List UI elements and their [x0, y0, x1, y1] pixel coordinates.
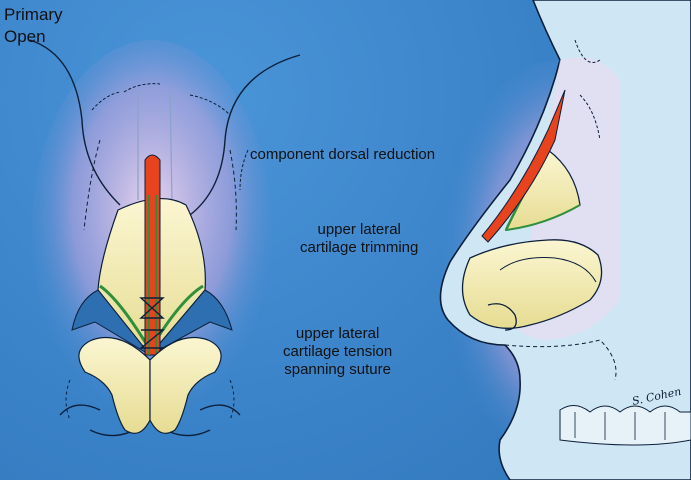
profile-lip-dashed	[504, 339, 617, 381]
lateral-view	[439, 0, 691, 480]
dorsal-resection-strip	[144, 154, 161, 356]
label-tension-suture: upper lateral cartilage tension spanning…	[283, 325, 392, 379]
left-trimmed-cartilage	[71, 289, 151, 356]
profile-nostril	[487, 303, 517, 331]
dorsal-reduction-text: component dorsal reduction	[250, 146, 436, 163]
right-nostril-outline	[169, 404, 241, 437]
trim-line-2: cartilage trimming	[300, 239, 419, 256]
right-trimmed-cartilage	[149, 289, 233, 356]
frontal-view	[29, 39, 301, 437]
trim-line-1: upper lateral	[317, 221, 401, 238]
profile-lower-lateral-cartilage	[461, 239, 603, 329]
label-cartilage-trimming: upper lateral cartilage trimming	[300, 221, 418, 257]
title-line-2: Open	[4, 27, 46, 46]
label-dorsal-reduction: component dorsal reduction	[250, 146, 435, 164]
suture-line-3: spanning suture	[284, 361, 391, 378]
spanning-suture	[139, 297, 165, 349]
suture-line-1: upper lateral	[295, 325, 380, 342]
procedure-title: Primary Open	[4, 4, 63, 48]
right-orbit-outline	[189, 54, 301, 216]
teeth-separators	[574, 412, 666, 440]
profile-teeth	[559, 405, 691, 446]
left-nostril-outline	[59, 404, 131, 437]
profile-nasal-bone-dashed	[574, 39, 601, 141]
left-orbit-outline	[29, 39, 121, 206]
osteotomy-dashed-lines	[83, 139, 237, 231]
suture-line-2: cartilage tension	[283, 343, 393, 360]
profile-dorsal-resection	[481, 89, 566, 243]
profile-alar-crease	[499, 257, 597, 283]
profile-cartilage-border	[505, 204, 581, 231]
nasal-sidewall-lines	[137, 89, 173, 201]
alar-base-dashed	[65, 379, 235, 421]
title-line-1: Primary	[4, 5, 63, 24]
